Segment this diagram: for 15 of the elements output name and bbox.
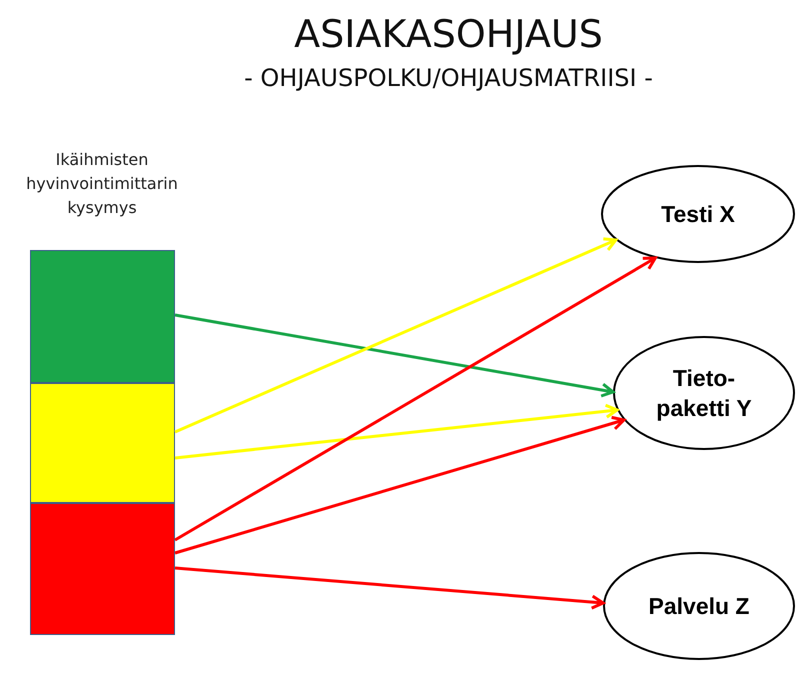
level-bar — [30, 383, 175, 503]
title: ASIAKASOHJAUS — [293, 12, 604, 56]
arrow — [174, 404, 619, 460]
node-label: Palvelu Z — [648, 592, 750, 621]
arrow — [174, 314, 615, 398]
arrow — [174, 416, 626, 554]
column-heading: Ikäihmisten hyvinvointimittarin kysymys — [25, 149, 179, 219]
level-bar — [30, 503, 175, 635]
arrow — [174, 566, 605, 610]
arrow — [174, 256, 657, 542]
node-label: Testi X — [660, 200, 736, 229]
arrow — [174, 237, 618, 434]
subtitle: - OHJAUSPOLKU/OHJAUSMATRIISI - — [243, 64, 654, 92]
level-bar — [30, 250, 175, 383]
node-label: Tieto-paketti Y — [655, 364, 753, 423]
